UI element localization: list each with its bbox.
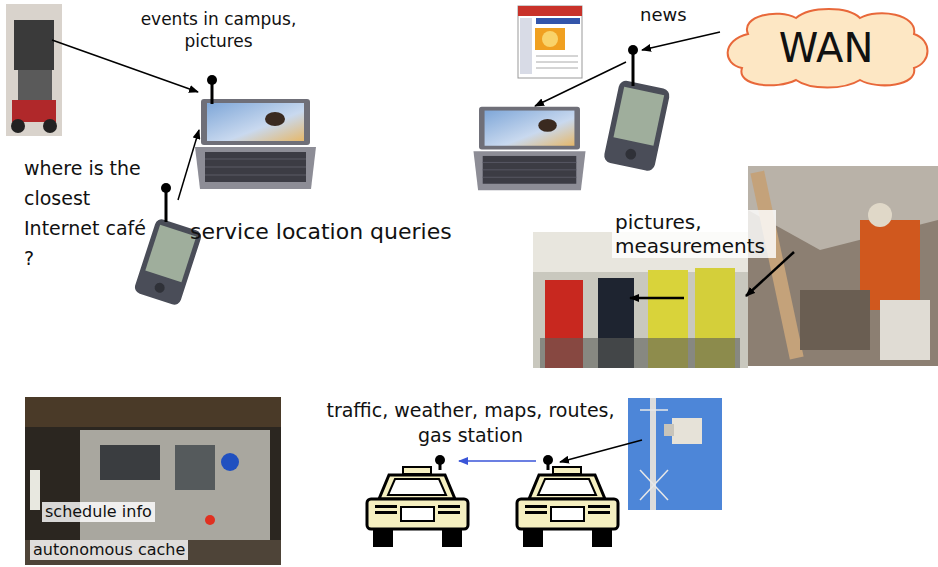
cloud-outline [728,9,928,88]
car-icon [517,467,618,547]
caption-text: where is the closest Internet café ? [24,153,159,273]
antenna [161,183,171,193]
laptop-icon [473,107,585,190]
leader-arrow [459,460,536,462]
caption-text: service location queries [190,218,452,246]
antenna [543,455,553,465]
rescue-photo [748,166,938,366]
caption-text: pictures, measurements [612,210,776,258]
leader-arrow [535,62,626,106]
laptop-icon [195,99,316,189]
antenna [207,75,217,85]
car-icon [367,467,468,547]
leader-arrow [642,32,720,50]
caption-text: traffic, weather, maps, routes, gas stat… [318,398,623,448]
tower-photo [628,398,722,510]
cloud-label: WAN [779,25,874,71]
leader-arrow [630,297,684,300]
caption-text: events in campus, pictures [116,8,321,52]
leader-arrow [560,440,642,462]
caption-text: autonomous cache [30,540,188,560]
caption-text: news [640,4,687,26]
pda-icon [603,79,671,172]
antenna [165,188,168,222]
leader-arrow [52,40,198,92]
antenna [628,45,638,55]
cloud-node: WAN [718,6,934,90]
antenna [435,455,445,465]
caption-text: schedule info [42,502,155,522]
leader-arrow [178,130,199,200]
leader-arrow [746,252,794,296]
antenna [632,50,635,86]
news-webpage [518,6,582,78]
robot-photo [6,4,62,136]
subway-photo [25,397,281,565]
